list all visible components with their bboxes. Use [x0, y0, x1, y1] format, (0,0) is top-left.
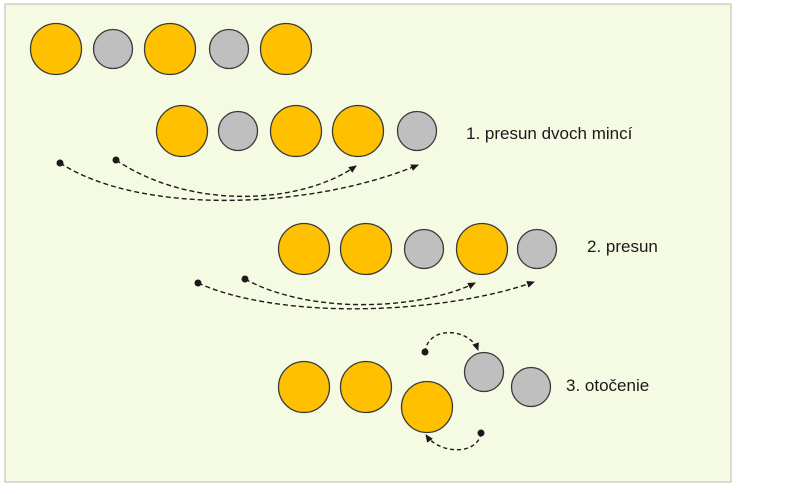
rotate-arrow	[425, 432, 482, 451]
silver-coin	[510, 366, 552, 408]
silver-coin	[396, 110, 438, 152]
gold-coin	[259, 22, 313, 76]
coins-layer	[29, 22, 558, 434]
rotate-arrow	[424, 331, 479, 353]
gold-coin	[277, 222, 331, 276]
arrows-layer	[56, 156, 535, 451]
step-label-3: 3. otočenie	[566, 376, 649, 395]
move-arrow	[59, 162, 419, 202]
move-arrow	[244, 278, 476, 306]
gold-coin	[400, 380, 454, 434]
gold-coin	[277, 360, 331, 414]
silver-coin	[217, 110, 259, 152]
silver-coin	[403, 228, 445, 270]
step-label-2: 2. presun	[587, 237, 658, 256]
gold-coin	[339, 222, 393, 276]
silver-coin	[463, 351, 505, 393]
gold-coin	[143, 22, 197, 76]
silver-coin	[92, 28, 134, 70]
gold-coin	[339, 360, 393, 414]
move-arrow	[115, 159, 357, 197]
gold-coin	[155, 104, 209, 158]
gold-coin	[269, 104, 323, 158]
step-label-1: 1. presun dvoch mincí	[466, 124, 633, 143]
silver-coin	[516, 228, 558, 270]
silver-coin	[208, 28, 250, 70]
move-arrow	[197, 281, 535, 310]
gold-coin	[331, 104, 385, 158]
gold-coin	[455, 222, 509, 276]
gold-coin	[29, 22, 83, 76]
